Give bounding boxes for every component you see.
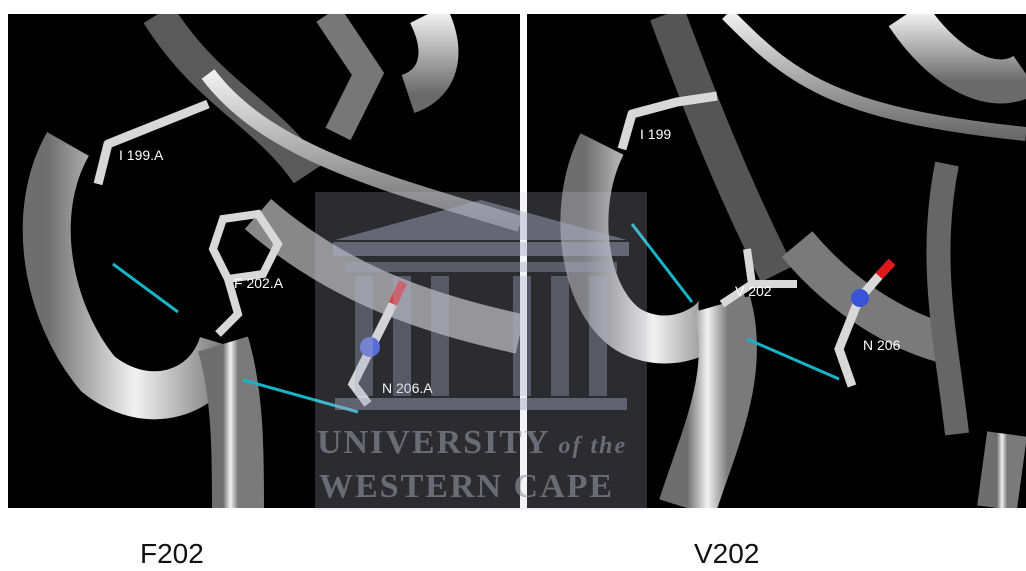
oxygen-atom <box>879 262 892 276</box>
caption-f202: F202 <box>140 538 204 570</box>
structure-panel-v202: I 199 V 202 N 206 <box>527 14 1026 508</box>
residue-label: I 199 <box>640 126 671 142</box>
ribbon-bg <box>328 14 368 134</box>
helix-ribbon <box>223 344 238 508</box>
residue-i199 <box>98 104 208 184</box>
ribbon-bg <box>408 14 438 94</box>
ribbon-bg <box>907 14 1026 82</box>
protein-render-f202 <box>8 14 520 508</box>
residue-label: I 199.A <box>119 147 163 163</box>
ribbon-bg <box>797 244 947 344</box>
nitrogen-atom <box>360 337 380 357</box>
hbond-line <box>747 339 839 379</box>
helix-ribbon <box>997 434 1007 508</box>
helix-ribbon <box>47 144 223 395</box>
hbond-line <box>632 224 692 302</box>
caption-v202: V202 <box>694 538 759 570</box>
residue-label: N 206.A <box>382 380 433 396</box>
hbond-line <box>113 264 178 312</box>
residue-label: N 206 <box>863 337 900 353</box>
ribbon-bg <box>938 164 957 434</box>
structure-panel-f202: I 199.A F 202.A N 206.A <box>8 14 520 508</box>
nitrogen-atom <box>851 289 869 307</box>
residue-label: F 202.A <box>234 275 283 291</box>
protein-render-v202 <box>527 14 1026 508</box>
residue-label: V 202 <box>735 283 772 299</box>
